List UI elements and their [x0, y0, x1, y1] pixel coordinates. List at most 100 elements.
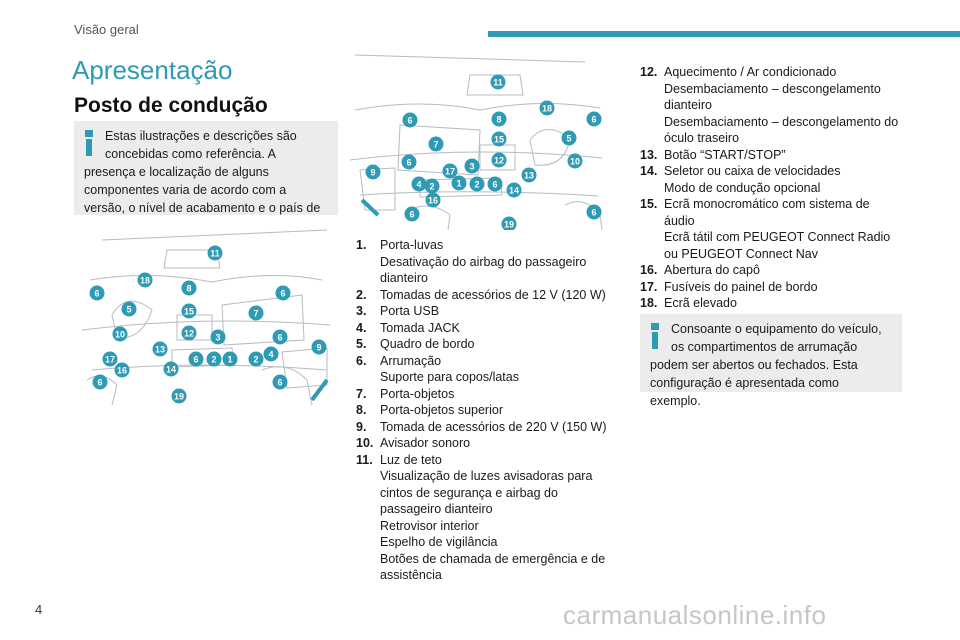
callout-circle	[272, 329, 288, 345]
callout-badge: 18	[137, 272, 153, 288]
callout-circle	[121, 301, 137, 317]
callout-number: 15	[494, 135, 504, 145]
callout-circle	[539, 100, 555, 116]
list-item-text: Suporte para copos/latas	[380, 370, 519, 384]
callout-number: 18	[140, 276, 150, 286]
callout-circle	[506, 182, 522, 198]
callout-circle	[181, 280, 197, 296]
callout-circle	[365, 164, 381, 180]
callout-badge: 17	[102, 351, 118, 367]
section-title: Apresentação	[72, 55, 233, 85]
callout-circle	[275, 285, 291, 301]
callout-number: 4	[416, 180, 421, 190]
callout-circle	[567, 153, 583, 169]
list-item-text: Fusíveis do painel de bordo	[664, 279, 818, 294]
callout-number: 6	[492, 180, 497, 190]
callout-circle	[586, 204, 602, 220]
callout-number: 2	[429, 182, 434, 192]
callout-badge: 2	[206, 351, 222, 367]
callout-badge: 1	[222, 351, 238, 367]
callout-badge: 10	[112, 326, 128, 342]
callout-badge: 6	[272, 329, 288, 345]
callout-number: 6	[406, 158, 411, 168]
list-item: 17.Fusíveis do painel de bordo	[640, 279, 902, 296]
list-item-number: 2.	[356, 287, 367, 302]
callout-badge: 19	[171, 388, 187, 404]
callout-number: 3	[469, 162, 474, 172]
callout-circle	[425, 192, 441, 208]
list-item: 5.Quadro de bordo	[356, 336, 616, 353]
callout-number: 18	[542, 104, 552, 114]
list-item: 9.Tomada de acessórios de 220 V (150 W)	[356, 419, 616, 436]
list-item-text: Avisador sonoro	[380, 436, 471, 450]
callout-circle	[263, 346, 279, 362]
callout-circle	[248, 305, 264, 321]
list-item: 7.Porta-objetos	[356, 386, 616, 403]
info-icon	[84, 130, 94, 156]
list-item-text: Botão “START/STOP”	[664, 147, 786, 162]
callout-badge: 6	[586, 111, 602, 127]
callout-badge: 12	[491, 152, 507, 168]
callout-badge: 19	[501, 216, 517, 232]
callout-circle	[102, 351, 118, 367]
list-item-text: Tomadas de acessórios de 12 V (120 W)	[380, 287, 606, 302]
callout-circle	[188, 351, 204, 367]
callout-circle	[163, 361, 179, 377]
callout-circle	[586, 111, 602, 127]
list-item-text: Ecrã elevado	[664, 296, 737, 310]
callout-number: 10	[115, 330, 125, 340]
callout-badge: 16	[425, 192, 441, 208]
callout-badge: 6	[188, 351, 204, 367]
callout-number: 19	[174, 392, 184, 402]
callout-badge: 14	[163, 361, 179, 377]
callout-circle	[501, 216, 517, 232]
callout-number: 6	[277, 333, 282, 343]
callout-number: 17	[105, 355, 115, 365]
list-item-number: 1.	[356, 238, 367, 252]
callout-badge: 3	[210, 329, 226, 345]
callout-number: 13	[524, 171, 534, 181]
callout-badge: 6	[89, 285, 105, 301]
callout-badge: 6	[92, 374, 108, 390]
callout-number: 19	[504, 220, 514, 230]
callout-badge: 11	[490, 74, 506, 90]
callout-circle	[521, 167, 537, 183]
callout-badge: 18	[539, 100, 555, 116]
callout-badge: 6	[401, 154, 417, 170]
callout-number: 9	[316, 343, 321, 353]
callout-circle	[210, 329, 226, 345]
callout-badge: 15	[491, 131, 507, 147]
callout-circle	[137, 272, 153, 288]
callout-number: 15	[184, 307, 194, 317]
callout-badge: 6	[404, 206, 420, 222]
list-item-text: Desembaciamento – descongelamento diante…	[664, 81, 881, 113]
callout-number: 16	[428, 196, 438, 206]
list-item-text: Ecrã tátil com PEUGEOT Connect Radio ou …	[664, 230, 891, 261]
callout-number: 14	[166, 365, 176, 375]
list-item-text: Aquecimento / Ar condicionado	[664, 65, 837, 79]
callout-number: 1	[456, 179, 461, 189]
callout-badge: 9	[365, 164, 381, 180]
list-item-number: 10.	[356, 436, 374, 450]
callout-badge: 6	[402, 112, 418, 128]
callout-circle	[491, 131, 507, 147]
callout-badge: 14	[506, 182, 522, 198]
list-item-number: 11.	[356, 452, 373, 467]
callout-number: 6	[277, 378, 282, 388]
callout-number: 3	[215, 333, 220, 343]
callout-number: 5	[566, 134, 571, 144]
callout-badge: 13	[152, 341, 168, 357]
callout-number: 2	[211, 355, 216, 365]
header-accent-bar	[488, 31, 960, 37]
watermark: carmanualsonline.info	[563, 600, 827, 630]
callout-badge: 1	[451, 175, 467, 191]
list-item-number: 12.	[640, 65, 658, 79]
callout-number: 2	[253, 355, 258, 365]
callout-circle	[152, 341, 168, 357]
callout-number: 6	[591, 208, 596, 218]
running-header: Visão geral	[74, 22, 139, 37]
